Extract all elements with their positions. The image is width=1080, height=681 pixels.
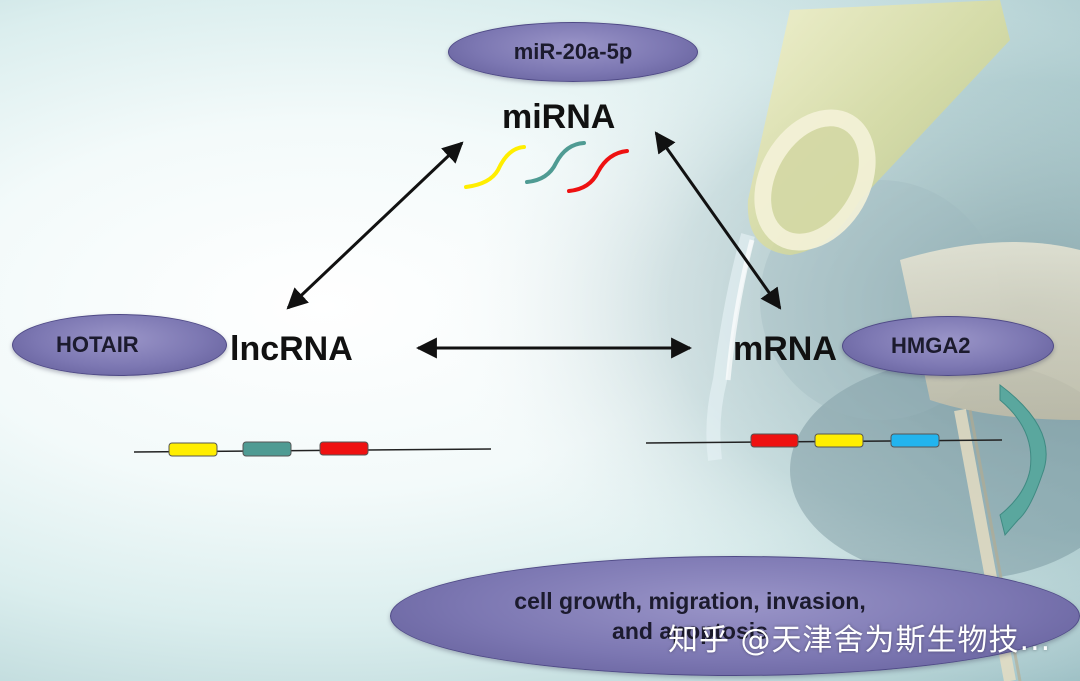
lncrna-segment-teal <box>242 441 292 457</box>
mirna-name: miR-20a-5p <box>513 39 633 64</box>
lncrna-name: HOTAIR <box>56 332 139 357</box>
outcome-ellipse: cell growth, migration, invasion, and ap… <box>390 556 1080 676</box>
mrna-segment-red <box>750 433 799 448</box>
mirna-strand-yellow <box>464 145 526 189</box>
mrna-label: mRNA <box>733 330 837 368</box>
mrna-name: HMGA2 <box>891 333 971 358</box>
lncrna-segment-yellow <box>168 442 218 457</box>
mirna-name-ellipse: miR-20a-5p <box>448 22 698 82</box>
mirna-strand-red <box>567 149 629 193</box>
lncrna-name-ellipse: HOTAIR <box>12 314 227 376</box>
outcome-line-2: and apoptosis <box>612 618 768 644</box>
curved-arrow-hmga2-outcome <box>999 383 1047 537</box>
lncrna-segment-red <box>319 441 369 456</box>
arrow-lncrna-mirna <box>286 141 464 310</box>
mirna-label: miRNA <box>502 98 616 136</box>
mrna-segment-yellow <box>814 433 864 448</box>
mrna-name-ellipse: HMGA2 <box>842 316 1054 376</box>
mirna-strand-teal <box>525 141 586 184</box>
watermark-text: 知乎 @天津舍为斯生物技... <box>668 623 1052 658</box>
lncrna-label: lncRNA <box>230 330 353 368</box>
mrna-segment-blue <box>890 433 940 448</box>
outcome-line-1: cell growth, migration, invasion, <box>514 588 866 614</box>
arrow-mirna-mrna <box>654 131 782 310</box>
